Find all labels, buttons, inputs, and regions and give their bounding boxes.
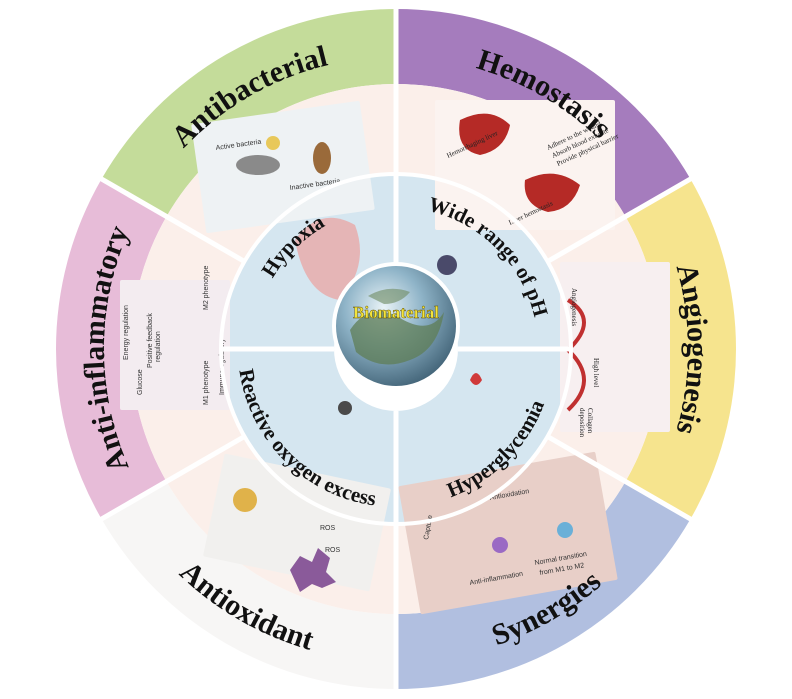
center-label: Biomaterial (353, 303, 439, 322)
inner-sector-reactive-oxygen (221, 349, 396, 524)
antioxidant-particle-icon (233, 488, 257, 512)
liver-icon-healed (524, 173, 580, 212)
macrophage-m2-icon (557, 522, 573, 538)
ros-particle-icon (338, 401, 352, 415)
outer-sector-anti-inflammatory (55, 179, 167, 519)
synergies-panel (398, 451, 618, 615)
anti-inflammatory-text-m1: M1 phenotype (203, 361, 210, 405)
sector-dividers (98, 7, 694, 691)
outer-divider (546, 175, 694, 264)
angiogenesis-text-level: High level (592, 358, 600, 387)
synergies-text-capture: Capture (423, 515, 434, 541)
inactive-bacteria-icon (313, 142, 331, 174)
bacteria-icon (236, 155, 280, 175)
outer-sector-antibacterial (101, 9, 396, 217)
inner-ring-border (219, 172, 573, 526)
outer-divider (98, 175, 246, 264)
anti-inflammatory-panel (120, 280, 230, 410)
antibacterial-panel (191, 100, 375, 234)
glucose-drop-icon (470, 373, 482, 385)
angiogenesis-text-deposition: deposition (578, 408, 586, 438)
cell-icon (290, 548, 336, 592)
anti-inflammatory-text-m2: M2 phenotype (203, 266, 210, 310)
anti-inflammatory-text-glucose: Glucose (137, 369, 144, 395)
ph-cell-icon (437, 255, 457, 275)
antioxidant-text-ros-1: ROS (320, 525, 336, 532)
liver-icon (459, 113, 510, 155)
antioxidant-text-ros-2: ROS (325, 547, 341, 554)
nanoparticle-icon (266, 136, 280, 150)
outer-divider (546, 434, 694, 523)
anti-inflammatory-text-energy: Energy regulation (123, 305, 130, 360)
macrophage-icon (492, 537, 508, 553)
angiogenesis-text-collagen: Collagen (586, 408, 594, 434)
outer-divider (98, 434, 246, 523)
angiogenesis-panel (560, 262, 670, 432)
antioxidant-panel (203, 453, 391, 592)
hypoxia-cell-icon (295, 217, 360, 300)
anti-inflammatory-text-regulation: regulation (155, 331, 162, 362)
outer-sector-antioxidant (101, 481, 396, 689)
center-globe: Biomaterial (332, 262, 460, 390)
angiogenesis-text-title: Angiogenesis (570, 288, 578, 326)
anti-inflammatory-text-feedback: Positive feedback (147, 313, 154, 368)
